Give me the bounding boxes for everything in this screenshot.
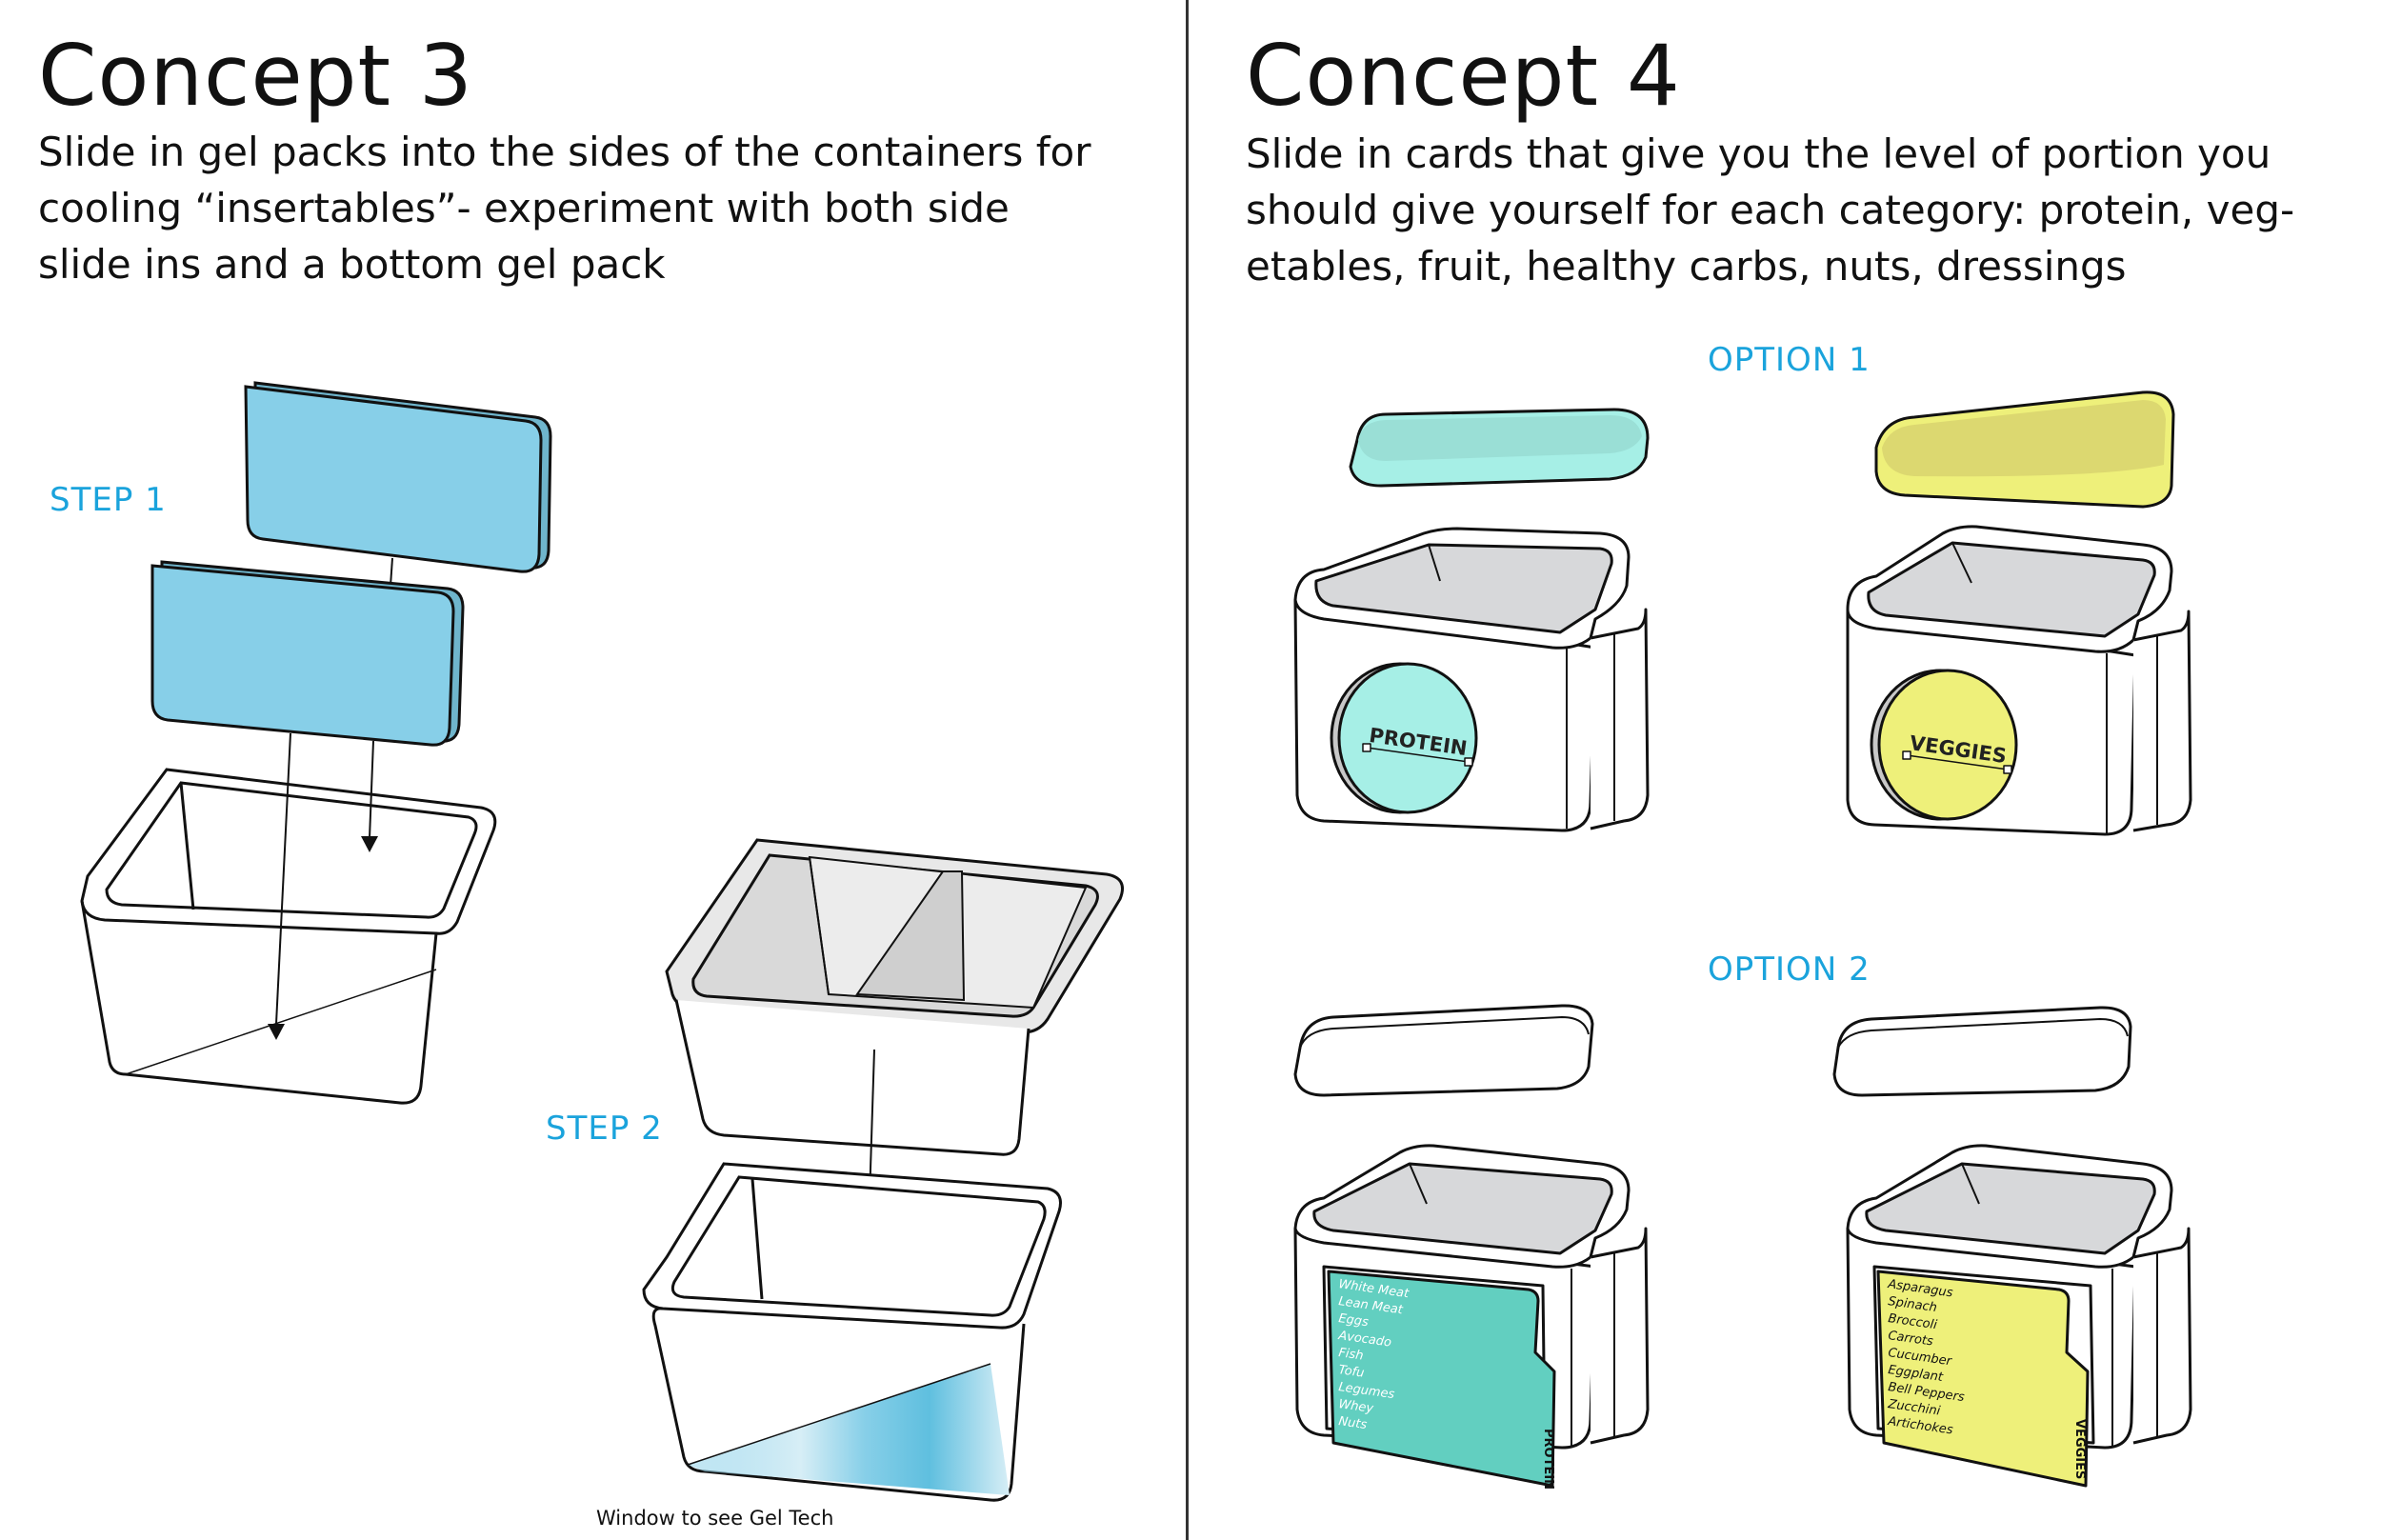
list-item: Broccoli [1887,1311,1938,1332]
protein-card-tab: PROTEIN [1541,1429,1555,1490]
window-caption: Window to see Gel Tech [596,1507,834,1530]
option-1-label: OPTION 1 [1708,341,1871,379]
veggies-card-tab: VEGGIES [2072,1419,2087,1479]
step-2-label: STEP 2 [546,1110,663,1148]
panel-divider [1186,0,1189,1540]
veggies-lid [1874,390,2175,509]
concept-3-illustration [80,381,1124,1502]
list-item: Whey [1337,1397,1374,1416]
list-item: Nuts [1337,1414,1368,1432]
step-1-container [80,732,497,1105]
concept-3-description: Slide in gel packs into the sides of the… [38,124,1091,292]
list-item: Tofu [1337,1363,1365,1381]
protein-container [1293,527,1650,832]
description-line: cooling “insertables”- experiment with b… [38,185,1010,231]
protein-lid [1349,408,1650,488]
description-line: should give yourself for each category: … [1246,187,2295,233]
list-item: Spinach [1887,1294,1937,1315]
list-item: Eggs [1337,1311,1369,1330]
description-line: slide ins and a bottom gel pack [38,241,666,288]
description-line: Slide in cards that give you the level o… [1246,130,2271,177]
concept-3-panel: Concept 3 Slide in gel packs into the si… [0,0,1181,1540]
option-2-protein-lid [1293,1004,1594,1097]
list-item: Carrots [1887,1329,1933,1350]
list-item: Fish [1337,1346,1364,1363]
concept-4-title: Concept 4 [1246,27,1681,125]
option-2-protein-container [1293,1144,1650,1488]
step-2-insert-tray [665,838,1124,1246]
description-line: Slide in gel packs into the sides of the… [38,129,1091,175]
concept-4-panel: Concept 4 Slide in cards that give you t… [1190,0,2381,1540]
option-2-veggies-container [1846,1144,2192,1488]
veggies-container [1846,525,2192,836]
step-1-label: STEP 1 [50,481,167,519]
gel-pack-top [244,381,552,573]
option-2-label: OPTION 2 [1708,950,1871,989]
step-2-container [642,1162,1062,1502]
description-line: etables, fruit, healthy carbs, nuts, dre… [1246,243,2127,290]
option-2-veggies-lid [1832,1006,2132,1097]
gel-pack-middle [150,560,465,747]
concept-3-title: Concept 3 [38,27,473,125]
concept-4-description: Slide in cards that give you the level o… [1246,126,2294,294]
concept-4-illustration: PROTEIN VEGGIES [1293,390,2192,1490]
